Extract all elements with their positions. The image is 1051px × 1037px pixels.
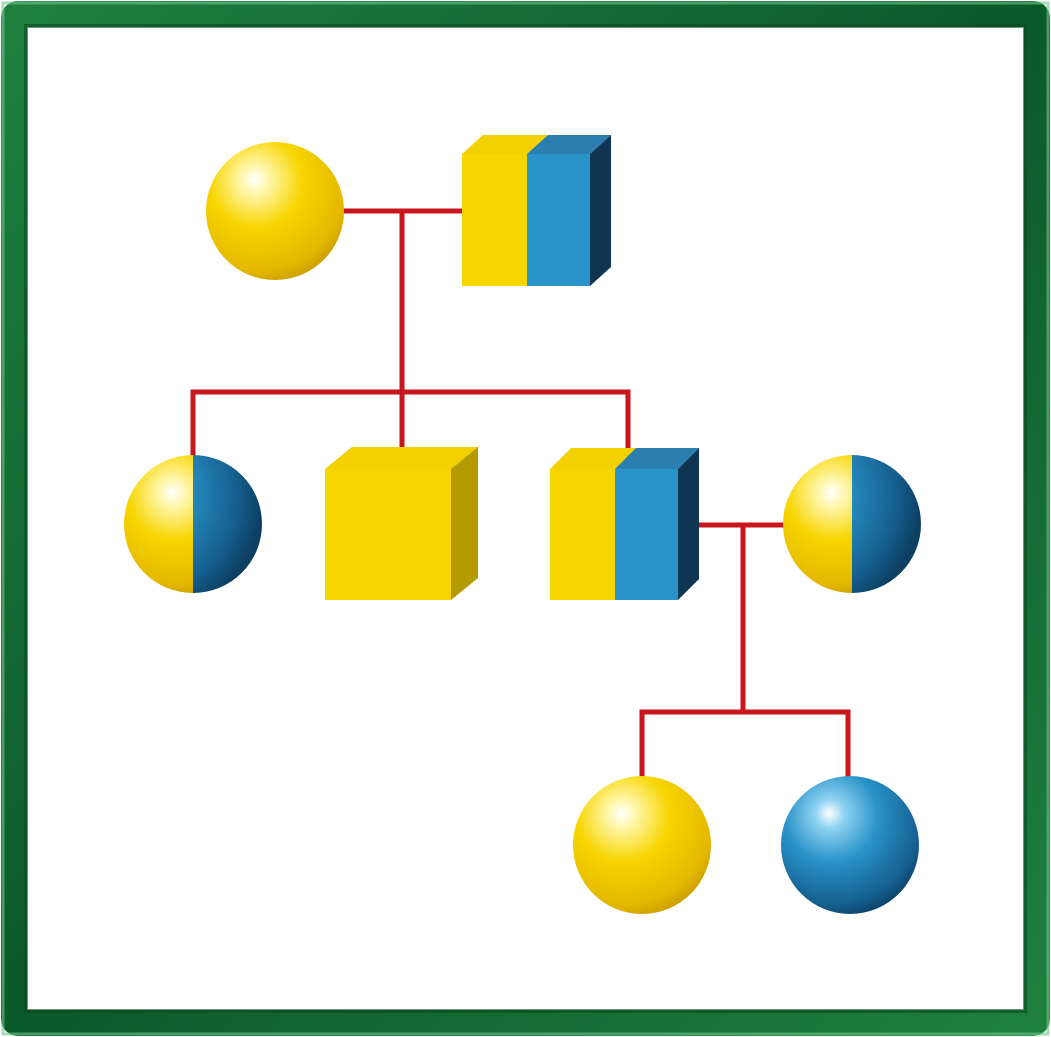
g2-spouse-circle <box>783 455 921 593</box>
g2-son-1-square <box>325 447 478 600</box>
g2-daughter-circle <box>124 455 262 593</box>
g3-daughter-2-circle <box>781 776 919 914</box>
g3-daughter-1-circle <box>573 776 711 914</box>
g2-son-2-square <box>550 448 699 600</box>
g1-female-circle <box>206 142 344 280</box>
g1-male-square <box>462 135 611 286</box>
